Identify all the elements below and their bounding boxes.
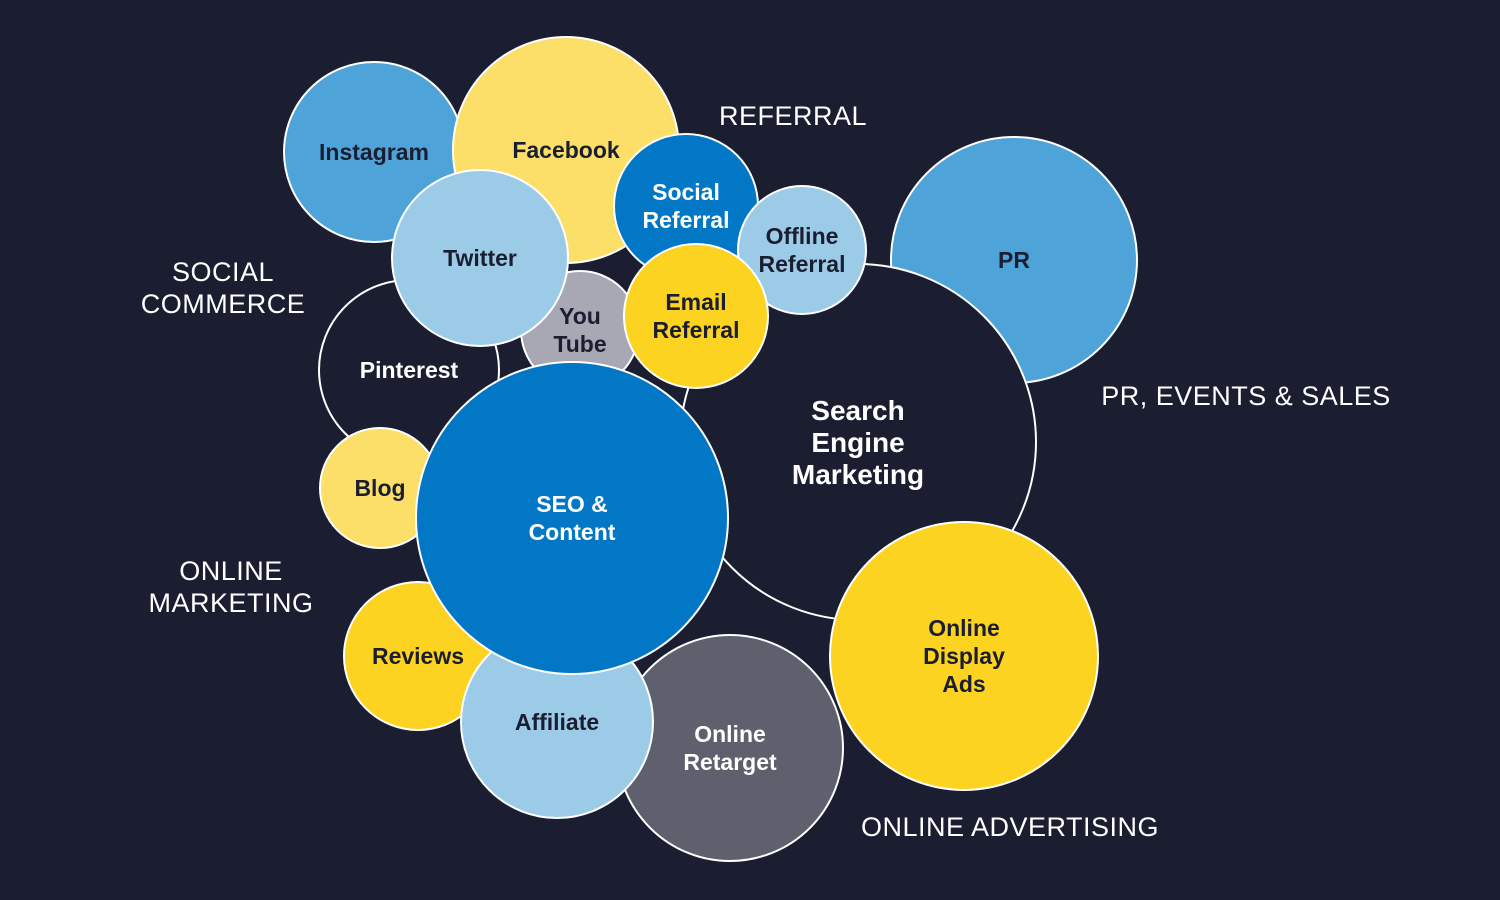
bubble-circle-online-retarget: [616, 634, 844, 862]
bubble-label-blog: Blog: [354, 475, 405, 501]
group-label-line: COMMERCE: [141, 289, 306, 319]
bubble-label-line: Twitter: [443, 245, 517, 271]
bubble-label-line: Referral: [653, 317, 740, 343]
bubble-label-line: PR: [998, 247, 1030, 273]
bubble-label-line: Online: [928, 615, 1000, 641]
bubble-label-line: Tube: [553, 331, 606, 357]
group-label-online-advertising: ONLINE ADVERTISING: [861, 812, 1159, 842]
bubble-label-pr: PR: [998, 247, 1030, 273]
group-label-line: ONLINE ADVERTISING: [861, 812, 1159, 842]
group-label-line: MARKETING: [148, 588, 313, 618]
bubble-label-line: Referral: [759, 251, 846, 277]
bubble-label-line: Affiliate: [515, 709, 599, 735]
group-label-pr-events-sales: PR, EVENTS & SALES: [1101, 381, 1391, 411]
group-label-line: SOCIAL: [172, 257, 274, 287]
bubble-label-line: Referral: [643, 207, 730, 233]
bubble-label-reviews: Reviews: [372, 643, 464, 669]
bubble-blog: Blog: [319, 427, 441, 549]
bubble-label-line: Offline: [766, 223, 839, 249]
bubble-label-line: Pinterest: [360, 357, 459, 383]
bubble-label-facebook: Facebook: [512, 137, 620, 163]
bubble-label-line: Facebook: [512, 137, 620, 163]
group-label-line: REFERRAL: [719, 101, 867, 131]
bubble-label-pinterest: Pinterest: [360, 357, 459, 383]
bubble-circle-online-display-ads: [829, 521, 1099, 791]
bubble-label-affiliate: Affiliate: [515, 709, 599, 735]
bubble-label-line: Search: [811, 395, 904, 426]
bubble-label-line: Retarget: [683, 749, 777, 775]
bubble-label-line: Marketing: [792, 459, 924, 490]
bubble-label-seo-content: SEO &Content: [529, 491, 616, 545]
bubble-label-twitter: Twitter: [443, 245, 517, 271]
bubble-label-instagram: Instagram: [319, 139, 429, 165]
group-label-referral: REFERRAL: [719, 101, 867, 131]
bubble-label-line: Instagram: [319, 139, 429, 165]
bubble-seo-content: SEO &Content: [415, 361, 729, 675]
bubble-label-line: Engine: [811, 427, 904, 458]
bubble-label-line: Blog: [354, 475, 405, 501]
bubble-label-line: Reviews: [372, 643, 464, 669]
bubble-circle-email-referral: [623, 243, 769, 389]
bubble-label-line: Ads: [942, 671, 985, 697]
bubble-label-line: Email: [665, 289, 726, 315]
bubble-label-line: Display: [923, 643, 1005, 669]
bubble-label-line: Social: [652, 179, 720, 205]
bubble-label-line: Content: [529, 519, 616, 545]
bubble-circle-seo-content: [415, 361, 729, 675]
bubble-circle-offline-referral: [737, 185, 867, 315]
bubble-label-line: Online: [694, 721, 766, 747]
group-label-line: PR, EVENTS & SALES: [1101, 381, 1391, 411]
bubble-label-line: SEO &: [536, 491, 608, 517]
bubble-circle-twitter: [391, 169, 569, 347]
group-label-line: ONLINE: [179, 556, 283, 586]
bubble-twitter: Twitter: [391, 169, 569, 347]
bubble-label-line: You: [559, 303, 601, 329]
